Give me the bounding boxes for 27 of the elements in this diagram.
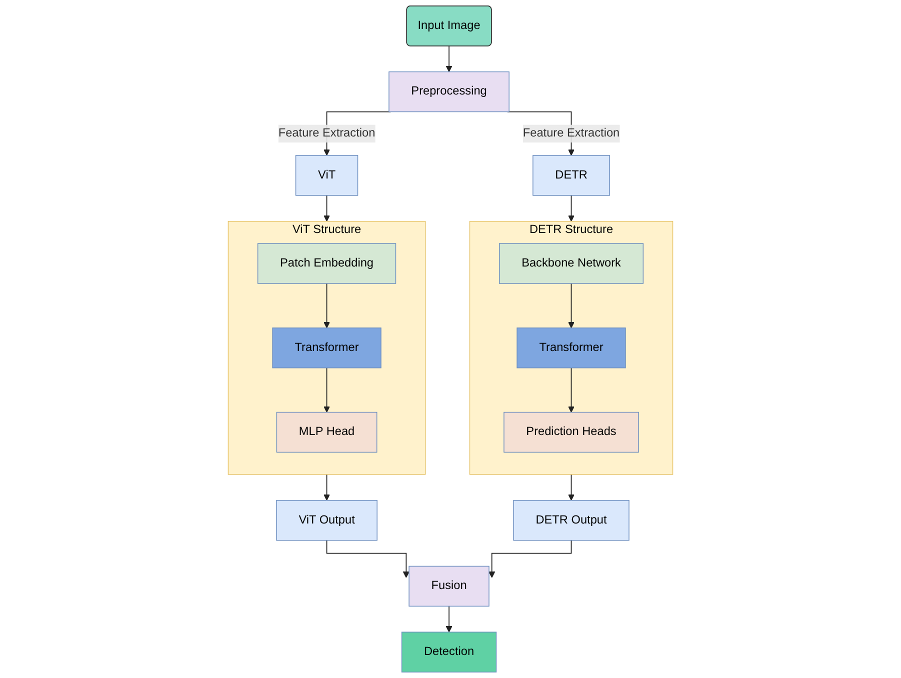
node-box: Transformer bbox=[516, 328, 626, 368]
node-box: Prediction Heads bbox=[504, 412, 639, 453]
arrow bbox=[324, 474, 330, 501]
node-box: Backbone Network bbox=[498, 243, 644, 284]
node-box: DETR bbox=[532, 155, 610, 196]
node-box: MLP Head bbox=[276, 412, 378, 453]
arrow bbox=[568, 474, 575, 501]
arrow bbox=[446, 46, 452, 72]
arrow bbox=[324, 194, 330, 222]
node-box: DETR Output bbox=[513, 500, 630, 541]
node-box: Transformer bbox=[272, 328, 382, 368]
node-box: ViT Output bbox=[276, 500, 378, 541]
node-box: Detection bbox=[401, 632, 497, 672]
node-box: Preprocessing bbox=[388, 71, 510, 112]
edge-label: Feature Extraction bbox=[278, 126, 376, 140]
arrow bbox=[446, 606, 452, 632]
arrow bbox=[326, 540, 410, 578]
arrow bbox=[324, 367, 330, 413]
arrow bbox=[324, 283, 330, 328]
arrow bbox=[568, 367, 575, 413]
node-box: ViT bbox=[295, 155, 358, 196]
arrow bbox=[488, 540, 572, 578]
arrow bbox=[568, 194, 575, 222]
edge-label: Feature Extraction bbox=[522, 126, 620, 140]
node-box: Fusion bbox=[408, 566, 490, 607]
node-box: Patch Embedding bbox=[257, 243, 396, 284]
arrow bbox=[568, 283, 575, 328]
